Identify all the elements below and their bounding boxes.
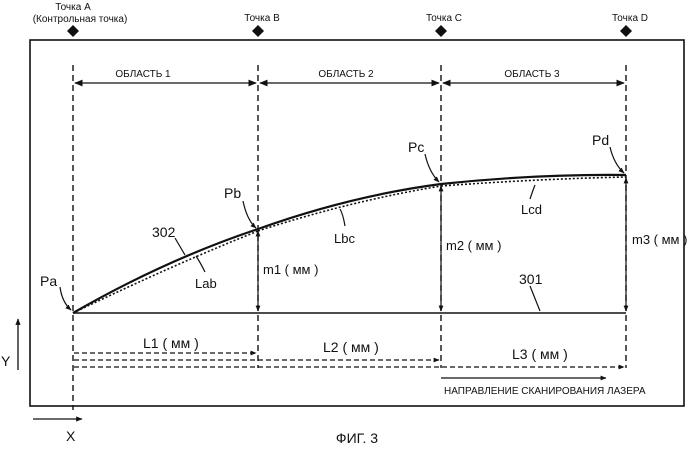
segment-lab <box>73 231 258 313</box>
pa-leader <box>60 287 71 310</box>
base-line-label: 301 <box>519 271 543 287</box>
pd-leader <box>610 147 624 173</box>
region-3-label: ОБЛАСТЬ 3 <box>504 69 560 80</box>
ref-curve-label: 302 <box>152 224 176 240</box>
l1-label: L1 ( мм ) <box>143 335 199 351</box>
pb-leader <box>243 201 256 228</box>
l2-label: L2 ( мм ) <box>323 339 379 355</box>
point-d-label: Точка D <box>612 13 648 24</box>
x-axis-label: X <box>66 428 76 444</box>
y-axis-label: Y <box>1 353 11 369</box>
m3-label: m3 ( мм ) <box>632 232 687 247</box>
pb-label: Pb <box>224 185 241 201</box>
lcd-label: Lcd <box>521 202 542 217</box>
l3-label: L3 ( мм ) <box>512 346 568 362</box>
diamond-marker-d <box>620 25 632 37</box>
pc-leader <box>425 154 439 182</box>
diamond-marker-b <box>252 25 264 37</box>
lab-leader <box>196 256 205 272</box>
lbc-leader <box>340 209 345 226</box>
region-2-label: ОБЛАСТЬ 2 <box>318 69 374 80</box>
point-b-label: Точка B <box>244 13 280 24</box>
base-301-leader <box>530 286 540 311</box>
m2-label: m2 ( мм ) <box>446 238 501 253</box>
segment-lbc <box>258 186 441 231</box>
diamond-marker-a <box>67 25 79 37</box>
point-markers <box>67 25 632 37</box>
point-a-sublabel: (Контрольная точка) <box>33 14 128 25</box>
lab-label: Lab <box>195 276 217 291</box>
pd-label: Pd <box>592 132 609 148</box>
diamond-marker-c <box>435 25 447 37</box>
scan-direction-label: НАПРАВЛЕНИЕ СКАНИРОВАНИЯ ЛАЗЕРА <box>444 386 646 397</box>
point-c-label: Точка C <box>426 13 462 24</box>
pa-label: Pa <box>40 273 57 289</box>
lbc-label: Lbc <box>334 231 355 246</box>
pc-label: Pc <box>408 139 424 155</box>
lcd-leader <box>530 185 535 199</box>
figure-caption: ФИГ. 3 <box>336 430 378 446</box>
m1-label: m1 ( мм ) <box>263 262 318 277</box>
ref-302-leader <box>175 238 185 255</box>
point-a-label: Точка A <box>55 2 91 13</box>
region-1-label: ОБЛАСТЬ 1 <box>115 69 171 80</box>
